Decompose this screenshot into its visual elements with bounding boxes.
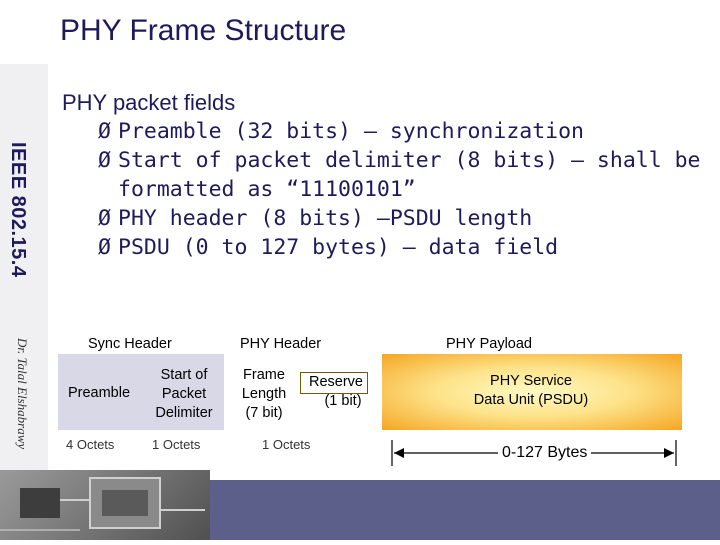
- bullet-phy-header: Ø PHY header (8 bits) –PSDU length: [62, 204, 702, 233]
- reserve-line: Reserve: [309, 374, 363, 390]
- psdu-line: PHY Service: [490, 373, 572, 389]
- arrow-bullet-icon: Ø: [98, 235, 111, 260]
- circuit-pattern: [0, 477, 205, 531]
- sop-size: 1 Octets: [152, 437, 201, 452]
- sync-header-box: [58, 354, 224, 430]
- reserve-box: [300, 372, 368, 394]
- circuit-board-image: [0, 470, 210, 540]
- sop-field: Start of Packet Delimiter: [146, 366, 222, 423]
- payload-box: [382, 354, 682, 430]
- reserve-field: Reserve (1 bit): [296, 373, 376, 411]
- bullet-psdu: Ø PSDU (0 to 127 bytes) – data field: [62, 233, 702, 262]
- phy-header-label: PHY Header: [240, 336, 322, 352]
- arrow-bullet-icon: Ø: [98, 148, 111, 173]
- left-sidebar: [0, 64, 48, 540]
- sop-line: Start of: [160, 367, 208, 383]
- frame-length-line: Frame: [243, 367, 285, 383]
- frame-diagram: Sync Header PHY Header PHY Payload Pream…: [56, 330, 720, 480]
- phy-header-size: 1 Octets: [262, 437, 311, 452]
- arrow-bullet-icon: Ø: [98, 206, 111, 231]
- bullet-sop: Ø Start of packet delimiter (8 bits) – s…: [62, 146, 702, 175]
- standard-label: IEEE 802.15.4: [7, 142, 29, 278]
- preamble-size: 4 Octets: [66, 437, 115, 452]
- psdu-field: PHY Service Data Unit (PSDU): [436, 372, 626, 410]
- bullet-text: Start of packet delimiter (8 bits) – sha…: [118, 148, 701, 173]
- reserve-line: (1 bit): [324, 393, 362, 409]
- psdu-line: Data Unit (PSDU): [473, 392, 589, 408]
- payload-size: 0-127 Bytes: [498, 444, 592, 462]
- sync-header-label: Sync Header: [88, 336, 172, 352]
- frame-length-field: Frame Length (7 bit): [234, 366, 294, 423]
- phy-payload-label: PHY Payload: [446, 336, 532, 352]
- sop-line: Packet: [161, 386, 207, 402]
- arrow-bullet-icon: Ø: [98, 119, 111, 144]
- bullet-text: Preamble (32 bits) – synchronization: [118, 119, 584, 144]
- preamble-field: Preamble: [67, 385, 131, 401]
- bullet-text: PSDU (0 to 127 bytes) – data field: [118, 235, 559, 260]
- content-list: PHY packet fields Ø Preamble (32 bits) –…: [62, 88, 702, 262]
- content-heading: PHY packet fields: [62, 90, 236, 115]
- sop-line: Delimiter: [155, 405, 213, 421]
- bullet-text: PHY header (8 bits) –PSDU length: [118, 206, 533, 231]
- slide-title: PHY Frame Structure: [60, 14, 347, 47]
- sidebar-text-container: IEEE 802.15.4 Dr. Talal Elshabrawy: [0, 70, 48, 490]
- frame-length-line: Length: [241, 386, 287, 402]
- frame-length-line: (7 bit): [245, 405, 283, 421]
- bullet-preamble: Ø Preamble (32 bits) – synchronization: [62, 117, 702, 146]
- author-label: Dr. Talal Elshabrawy: [15, 338, 30, 450]
- bullet-sop-continuation: formatted as “11100101”: [118, 177, 416, 202]
